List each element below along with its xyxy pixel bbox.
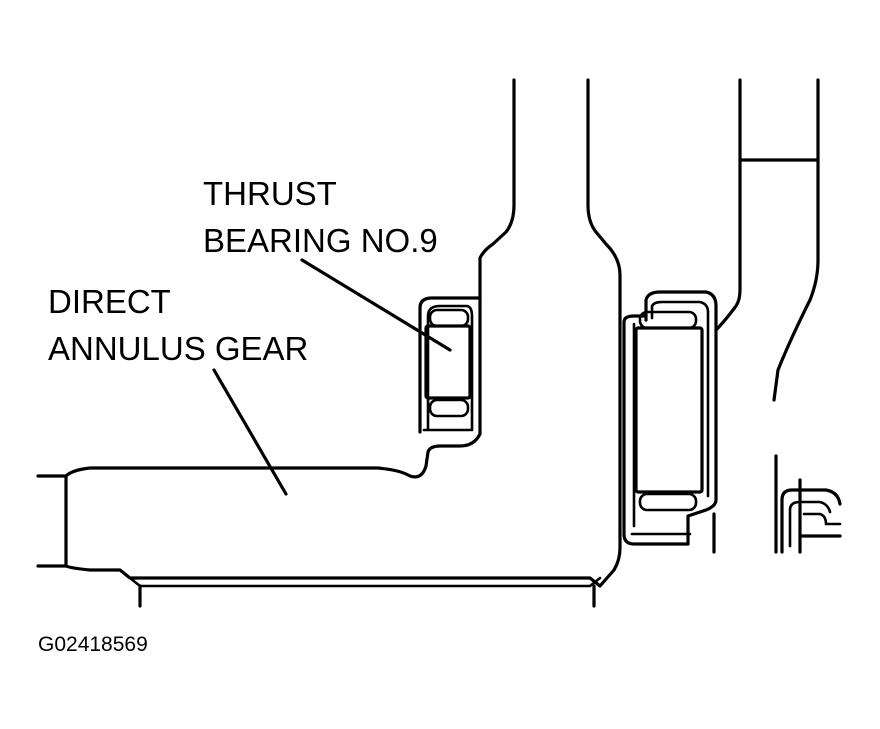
thrust-bearing-label-line2: BEARING NO.9: [203, 222, 438, 259]
annulus-gear-label-line2: ANNULUS GEAR: [48, 330, 308, 367]
leader-line-thrust-bearing: [300, 258, 452, 352]
figure-code: G02418569: [38, 633, 148, 656]
thrust-bearing-no9: [418, 296, 482, 434]
direct-annulus-gear-outline: [36, 78, 622, 608]
annulus-gear-label-line1: DIRECT: [48, 283, 171, 320]
right-housing-outline: [712, 78, 820, 554]
thrust-bearing-label-line1: THRUST: [203, 175, 337, 212]
seal-ring-right: [780, 488, 842, 554]
leader-line-annulus-gear: [212, 368, 288, 496]
right-bearing-assembly: [622, 290, 718, 546]
